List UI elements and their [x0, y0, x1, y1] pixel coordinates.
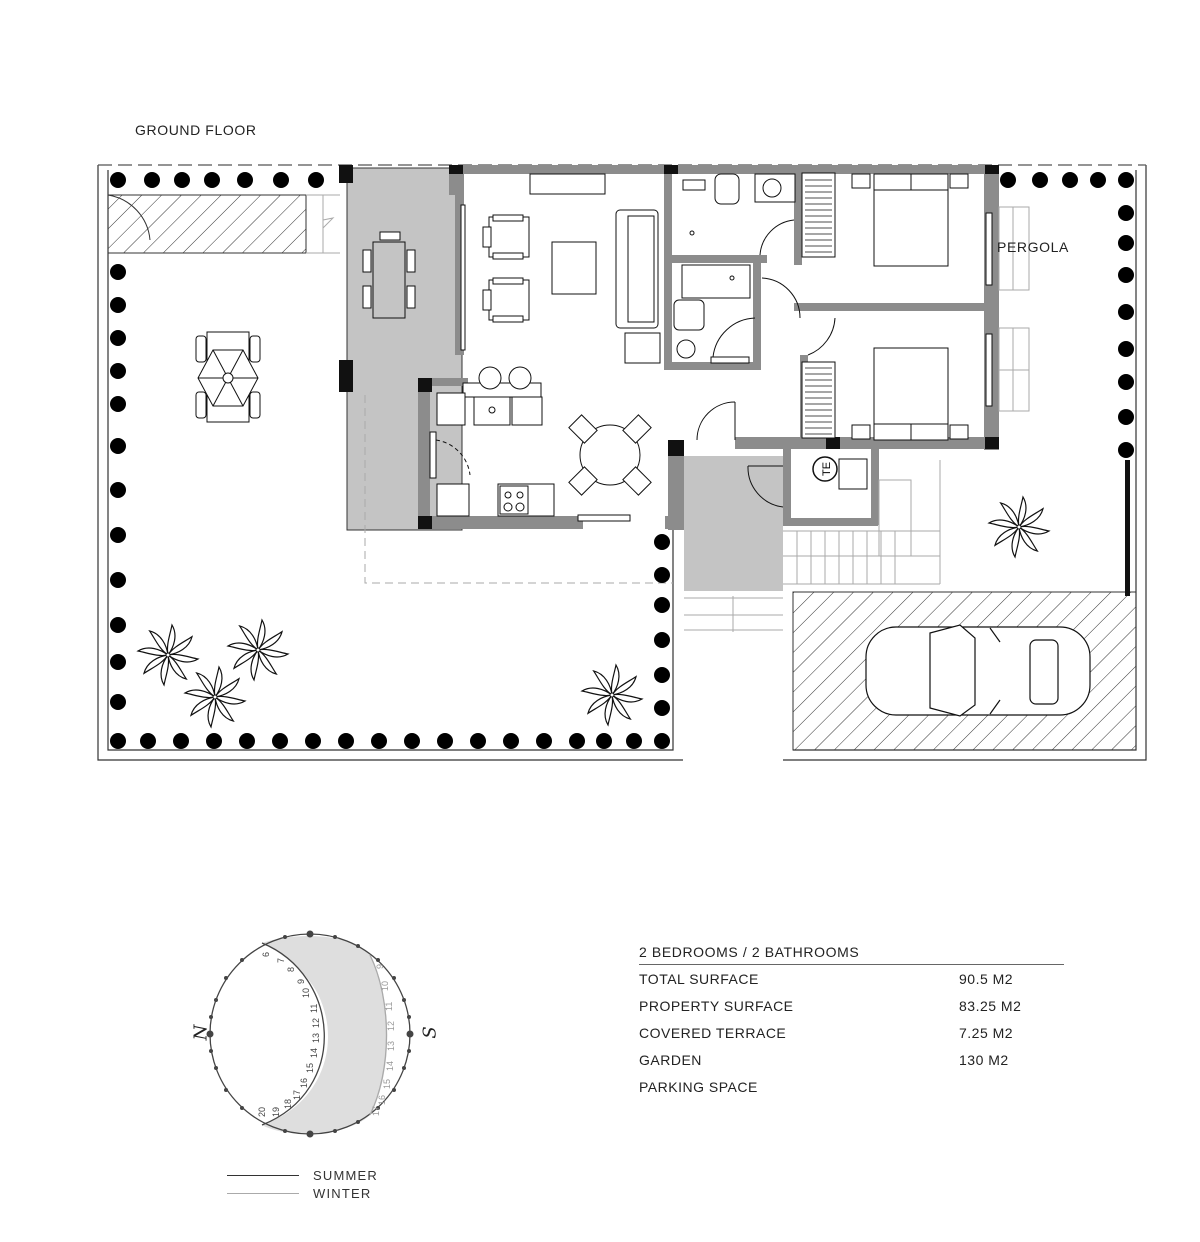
legend-winter-label: WINTER [313, 1185, 372, 1201]
spec-value: 7.25 M2 [959, 1025, 1014, 1041]
svg-text:6: 6 [261, 952, 271, 957]
spec-value: 90.5 M2 [959, 971, 1014, 987]
legend-summer-label: SUMMER [313, 1167, 378, 1183]
svg-text:15: 15 [305, 1063, 315, 1073]
sun-path-diagram: 6 7 8 9 10 11 12 13 14 15 16 17 18 19 20… [206, 930, 414, 1138]
svg-text:7: 7 [276, 958, 286, 963]
svg-text:11: 11 [309, 1004, 319, 1013]
bathrooms [673, 173, 796, 364]
terrace-dining-table [362, 231, 416, 319]
entrance-path [107, 194, 307, 254]
covered-terrace [346, 167, 463, 531]
compass-north-label: N [190, 1024, 212, 1041]
spec-label: PARKING SPACE [639, 1079, 758, 1095]
house-walls [418, 165, 999, 530]
svg-text:20: 20 [257, 1107, 267, 1117]
dining-table-round [568, 414, 652, 496]
wardrobes [801, 172, 836, 439]
svg-text:13: 13 [386, 1041, 396, 1051]
svg-text:19: 19 [271, 1107, 281, 1117]
palm-icon [137, 624, 199, 686]
spec-label: TOTAL SURFACE [639, 971, 759, 987]
svg-text:15: 15 [382, 1079, 392, 1089]
legend-summer: SUMMER [227, 1166, 378, 1184]
svg-text:11: 11 [384, 1002, 394, 1011]
spec-value: 130 M2 [959, 1052, 1009, 1068]
car-icon [865, 624, 1091, 717]
palm-icon [581, 664, 643, 726]
svg-text:12: 12 [311, 1018, 321, 1028]
bedroom-beds [851, 173, 969, 441]
spec-value: 83.25 M2 [959, 998, 1022, 1014]
palm-icon [227, 619, 289, 681]
svg-text:16: 16 [299, 1078, 309, 1088]
spec-row: PARKING SPACE [639, 1073, 1064, 1100]
spec-label: PROPERTY SURFACE [639, 998, 794, 1014]
palm-icon [184, 666, 246, 728]
spec-row: GARDEN 130 M2 [639, 1046, 1064, 1073]
spec-row: TOTAL SURFACE 90.5 M2 [639, 965, 1064, 992]
specs-header: 2 BEDROOMS / 2 BATHROOMS [639, 944, 1064, 965]
svg-text:14: 14 [309, 1048, 319, 1058]
spec-label: COVERED TERRACE [639, 1025, 787, 1041]
kitchen [436, 366, 555, 517]
svg-text:14: 14 [385, 1061, 395, 1071]
entrance-walkway [684, 456, 783, 591]
winter-line-icon [227, 1192, 299, 1194]
svg-text:17: 17 [292, 1090, 302, 1100]
svg-text:12: 12 [386, 1021, 396, 1031]
svg-text:17: 17 [371, 1106, 381, 1116]
living-room-furniture [482, 173, 661, 364]
svg-text:9: 9 [375, 964, 385, 969]
svg-text:9: 9 [296, 979, 306, 984]
svg-text:16: 16 [377, 1095, 387, 1105]
compass-south-label: S [419, 1026, 441, 1039]
spec-label: GARDEN [639, 1052, 702, 1068]
summer-line-icon [227, 1174, 299, 1176]
svg-text:TE: TE [821, 462, 833, 476]
svg-text:10: 10 [380, 981, 390, 991]
svg-text:18: 18 [283, 1099, 293, 1109]
meter-box-icon [812, 456, 838, 482]
spec-row: PROPERTY SURFACE 83.25 M2 [639, 992, 1064, 1019]
palm-icon [988, 496, 1050, 558]
hedge-row [110, 172, 1134, 749]
floor-plan-title: GROUND FLOOR [135, 122, 257, 138]
svg-text:10: 10 [301, 988, 311, 998]
spec-row: COVERED TERRACE 7.25 M2 [639, 1019, 1064, 1046]
garden-table-umbrella [195, 331, 261, 423]
svg-text:13: 13 [311, 1033, 321, 1043]
legend-winter: WINTER [227, 1184, 378, 1202]
sun-path-legend: SUMMER WINTER [227, 1166, 378, 1202]
property-specs: 2 BEDROOMS / 2 BATHROOMS TOTAL SURFACE 9… [639, 944, 1064, 1100]
svg-text:8: 8 [286, 967, 296, 972]
pergola-label: PERGOLA [997, 239, 1069, 255]
